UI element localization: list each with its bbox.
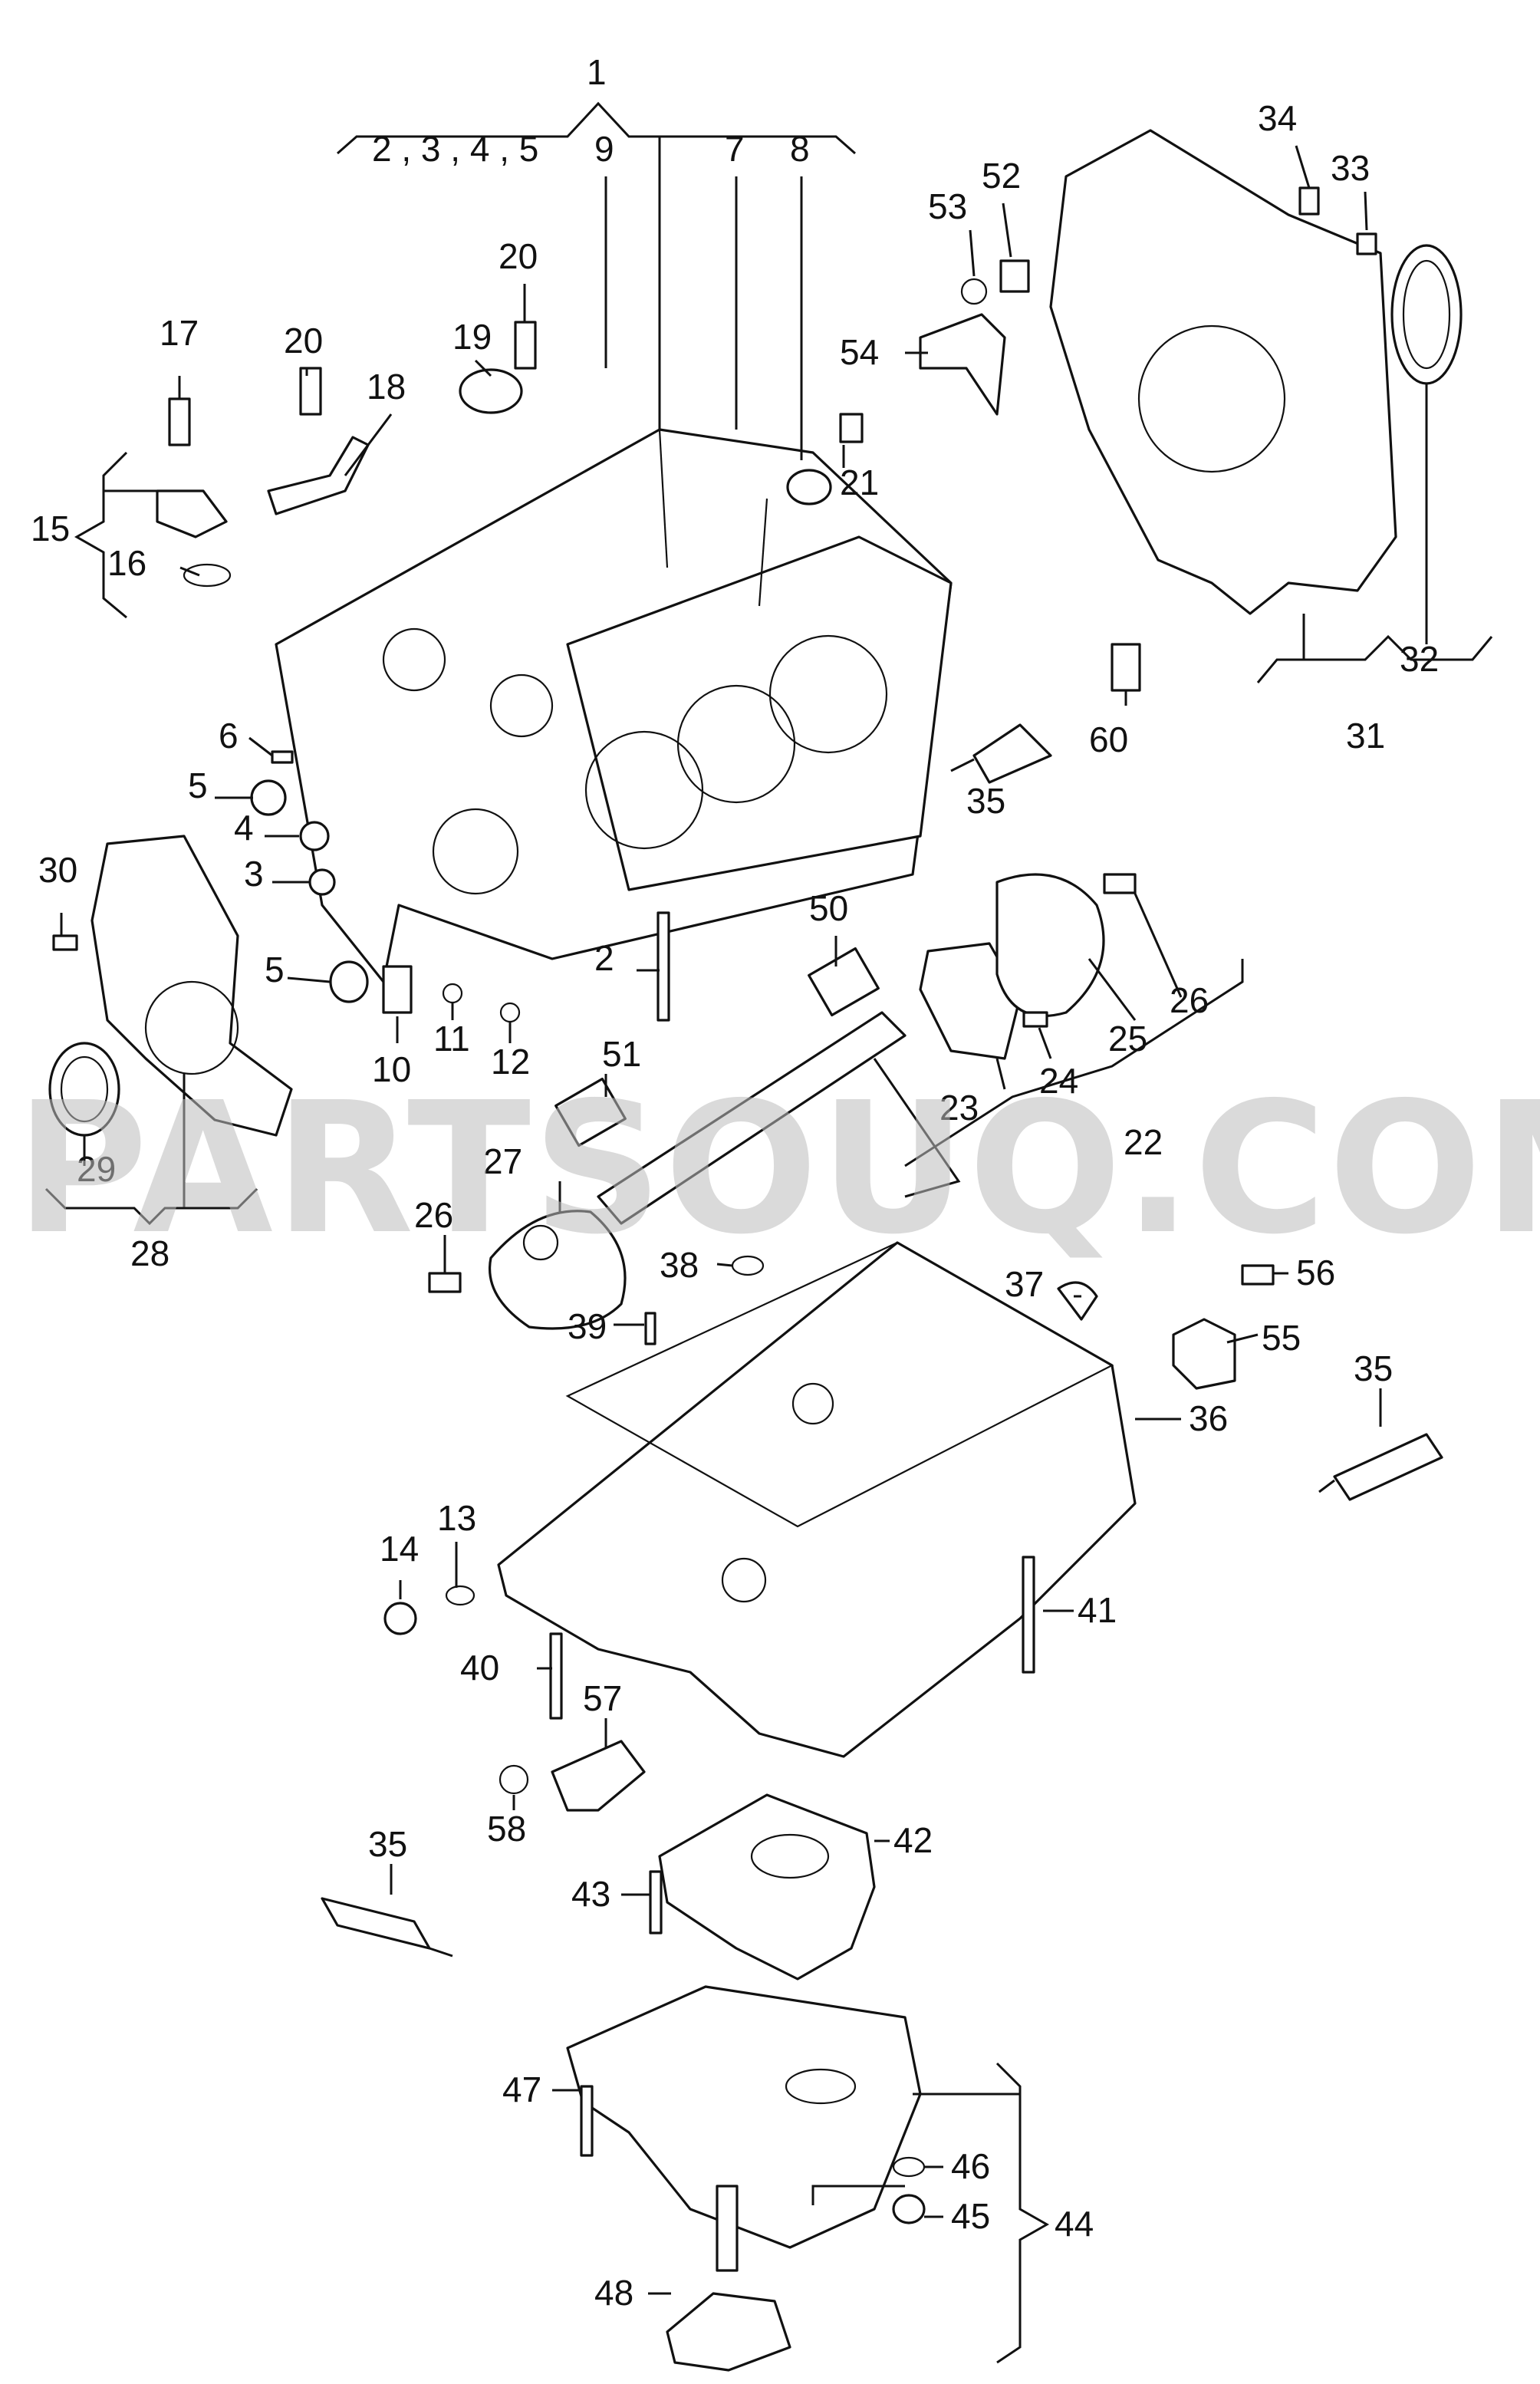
callout-37: 37 xyxy=(1005,1264,1044,1304)
watermark: PARTSOUQ.COM xyxy=(15,1063,1540,1274)
callout-1: 1 xyxy=(587,52,607,92)
callout-26a: 26 xyxy=(1170,980,1209,1020)
callout-34: 34 xyxy=(1258,98,1297,138)
callout-3: 3 xyxy=(244,854,264,894)
callout-2-3-4-5: 2 , 3 , 4 , 5 xyxy=(372,129,538,169)
callout-42: 42 xyxy=(893,1820,933,1860)
callout-53: 53 xyxy=(928,186,967,226)
balance-shaft xyxy=(554,873,1105,1225)
callout-31: 31 xyxy=(1346,716,1385,756)
callout-12: 12 xyxy=(491,1042,530,1082)
callout-57: 57 xyxy=(583,1678,622,1718)
upper-oil-pan xyxy=(497,1241,1137,1758)
callout-43: 43 xyxy=(571,1874,610,1914)
callout-50: 50 xyxy=(809,888,848,928)
callout-8: 8 xyxy=(790,129,810,169)
callout-19: 19 xyxy=(452,317,492,357)
callout-35b: 35 xyxy=(1354,1348,1393,1388)
callout-55: 55 xyxy=(1262,1318,1301,1358)
callout-32: 32 xyxy=(1400,639,1439,679)
lower-oil-pan xyxy=(566,1985,922,2249)
oil-pressure-switch xyxy=(499,1740,646,1812)
callout-2: 2 xyxy=(594,938,614,978)
sealant-tube-top xyxy=(950,723,1052,784)
callout-23: 23 xyxy=(939,1088,979,1128)
callout-58: 58 xyxy=(487,1809,526,1849)
callout-29: 29 xyxy=(77,1149,116,1189)
callout-52: 52 xyxy=(982,156,1021,196)
small-parts xyxy=(52,186,1377,2224)
callout-44: 44 xyxy=(1055,2204,1094,2244)
callout-25: 25 xyxy=(1108,1019,1147,1059)
callout-11: 11 xyxy=(433,1019,470,1059)
callout-46: 46 xyxy=(951,2146,990,2186)
callout-13: 13 xyxy=(437,1498,476,1538)
callout-41: 41 xyxy=(1078,1590,1117,1630)
callout-17: 17 xyxy=(160,313,199,353)
callout-26b: 26 xyxy=(414,1195,453,1235)
callout-51: 51 xyxy=(602,1034,641,1074)
callout-22: 22 xyxy=(1124,1122,1163,1162)
callout-20a: 20 xyxy=(499,236,538,276)
callout-28: 28 xyxy=(130,1233,169,1273)
callout-20b: 20 xyxy=(284,321,323,361)
callout-36: 36 xyxy=(1189,1398,1228,1438)
callout-10: 10 xyxy=(372,1049,411,1089)
callout-24: 24 xyxy=(1039,1061,1078,1101)
callout-4: 4 xyxy=(234,808,254,848)
callout-39: 39 xyxy=(568,1306,607,1346)
callout-56: 56 xyxy=(1296,1253,1335,1292)
front-timing-cover xyxy=(48,835,293,1137)
callout-18: 18 xyxy=(367,367,406,407)
callout-35c: 35 xyxy=(368,1824,407,1864)
balance-shaft-gear xyxy=(489,1210,627,1330)
callout-15: 15 xyxy=(31,509,70,548)
callout-33: 33 xyxy=(1331,148,1370,188)
callout-6: 6 xyxy=(219,716,239,756)
rear-cover-plate xyxy=(1049,129,1463,615)
callout-48: 48 xyxy=(594,2273,633,2313)
callout-16: 16 xyxy=(107,543,146,583)
callout-7: 7 xyxy=(725,129,745,169)
callout-60: 60 xyxy=(1089,719,1128,759)
callout-54: 54 xyxy=(840,332,879,372)
oil-baffle xyxy=(658,1793,876,1981)
callout-47: 47 xyxy=(502,2070,541,2109)
leader-lines xyxy=(44,101,1493,2364)
callout-labels: 1 2 , 3 , 4 , 5 9 7 8 34 33 52 53 54 20 … xyxy=(31,52,1439,2313)
sealant-tube-right xyxy=(1318,1433,1443,1501)
oil-level-sensor xyxy=(666,2185,791,2372)
engine-block xyxy=(275,428,953,983)
callout-40: 40 xyxy=(460,1648,499,1688)
callout-38: 38 xyxy=(660,1245,699,1285)
callout-5b: 5 xyxy=(265,950,285,989)
callout-35a: 35 xyxy=(966,781,1005,821)
callout-27: 27 xyxy=(483,1141,522,1181)
callout-9: 9 xyxy=(594,129,614,169)
callout-30: 30 xyxy=(38,850,77,890)
callout-5a: 5 xyxy=(188,766,208,805)
sealant-tube-left xyxy=(321,1897,453,1958)
callout-21: 21 xyxy=(840,463,879,502)
callout-14: 14 xyxy=(380,1529,419,1569)
callout-45: 45 xyxy=(951,2196,990,2236)
